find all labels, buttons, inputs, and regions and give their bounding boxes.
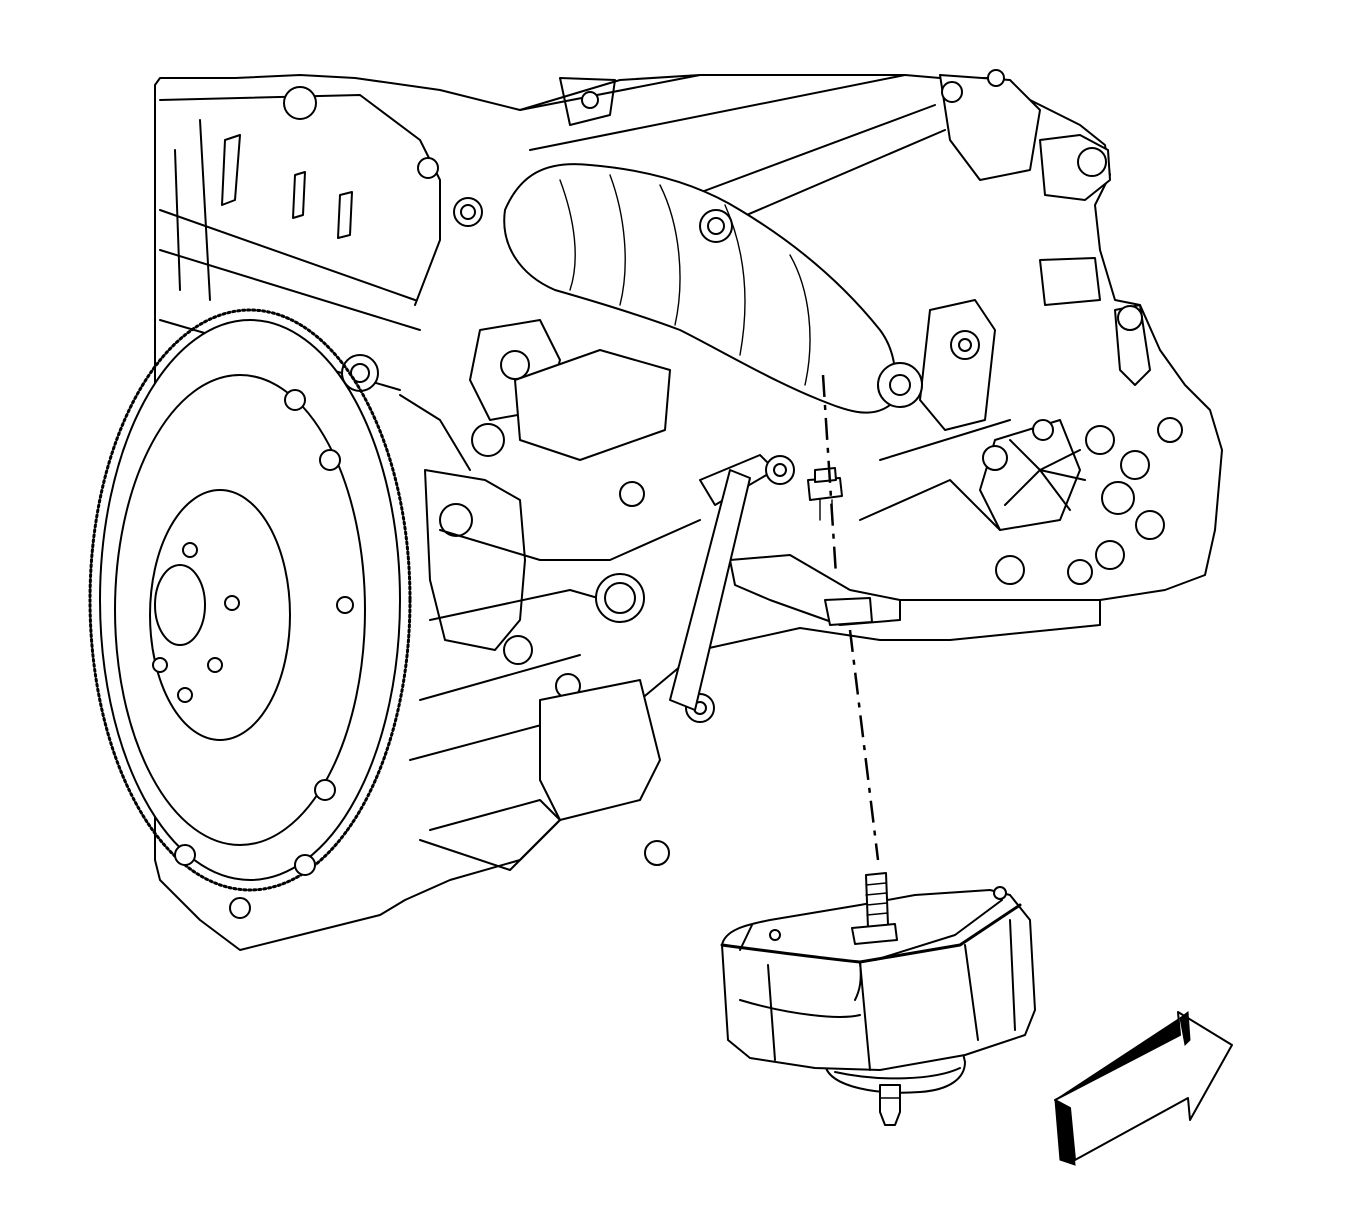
front-direction-arrow xyxy=(1054,1011,1233,1166)
flywheel xyxy=(88,308,412,919)
installation-axis xyxy=(821,374,880,861)
engine-mount xyxy=(720,872,1036,1126)
engine-assembly xyxy=(154,69,1223,951)
mount-stud xyxy=(851,872,898,945)
